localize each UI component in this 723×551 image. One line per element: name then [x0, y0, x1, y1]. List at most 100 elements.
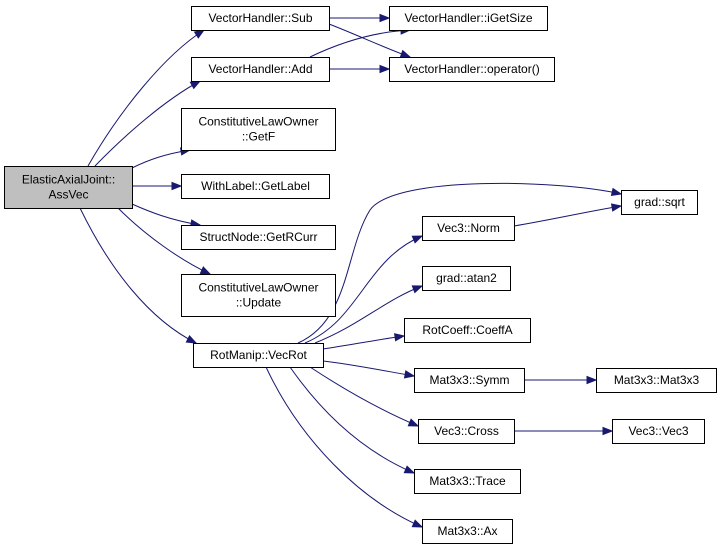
edge-line: [322, 335, 405, 350]
node-box[interactable]: [191, 6, 330, 31]
node-label: Mat3x3::Mat3x3: [614, 373, 700, 387]
node-label: Mat3x3::Ax: [437, 524, 497, 538]
edge-arrowhead: [403, 465, 416, 474]
edge-line: [314, 285, 423, 344]
edge-line: [131, 203, 201, 226]
node-label: WithLabel::GetLabel: [201, 179, 310, 193]
node-box[interactable]: [193, 343, 324, 368]
node-igetsize[interactable]: VectorHandler::iGetSize: [389, 6, 548, 31]
node-update[interactable]: ConstitutiveLawOwner::Update: [181, 274, 336, 317]
node-sqrt[interactable]: grad::sqrt: [621, 190, 698, 215]
edge-line: [322, 360, 415, 377]
node-vec3[interactable]: Vec3::Vec3: [612, 419, 705, 444]
edge-assvec-getlabel: [132, 181, 183, 191]
edge-sub-igetsize: [329, 13, 391, 23]
edge-vecrot-ax: [265, 366, 424, 528]
node-box[interactable]: [181, 174, 330, 199]
node-getrcurr[interactable]: StructNode::GetRCurr: [181, 225, 336, 250]
edge-norm-sqrt: [513, 203, 623, 227]
node-label: VectorHandler::iGetSize: [404, 11, 532, 25]
node-vecrot[interactable]: RotManip::VecRot: [193, 343, 324, 368]
edge-arrowhead: [193, 29, 206, 39]
node-trace[interactable]: Mat3x3::Trace: [414, 469, 521, 494]
edge-add-igetsize: [309, 26, 412, 58]
edge-arrowhead: [586, 375, 598, 385]
node-label: Vec3::Norm: [437, 221, 500, 235]
node-label: ::GetF: [242, 130, 275, 144]
node-box[interactable]: [621, 190, 698, 215]
node-box[interactable]: [596, 368, 717, 393]
edge-arrowhead: [610, 203, 623, 212]
edge-vecrot-cross: [309, 366, 420, 427]
node-box[interactable]: [422, 266, 511, 291]
node-box[interactable]: [404, 318, 531, 343]
edge-add-operator: [329, 64, 391, 74]
edge-arrowhead: [379, 13, 391, 23]
edge-line: [309, 29, 411, 58]
edge-vecrot-trace: [289, 366, 416, 474]
nodes-layer: ElasticAxialJoint::AssVec VectorHandler::…: [4, 6, 717, 544]
node-getlabel[interactable]: WithLabel::GetLabel: [181, 174, 330, 199]
node-cross[interactable]: Vec3::Cross: [418, 419, 515, 444]
edge-vecrot-coeffa: [322, 333, 406, 350]
node-box[interactable]: [418, 419, 515, 444]
edge-assvec-vecrot: [79, 207, 198, 344]
edge-arrowhead: [189, 80, 202, 90]
edge-symm-mat3x3: [523, 375, 598, 385]
node-label: Mat3x3::Symm: [429, 373, 509, 387]
node-box[interactable]: [422, 216, 515, 241]
edge-cross-vec3: [514, 426, 614, 436]
edge-assvec-getrcurr: [131, 203, 202, 228]
node-label: RotCoeff::CoeffA: [422, 323, 512, 337]
node-getf[interactable]: ConstitutiveLawOwner::GetF: [181, 108, 336, 151]
node-ax[interactable]: Mat3x3::Ax: [422, 519, 513, 544]
edge-assvec-update: [117, 207, 212, 275]
edge-line: [87, 29, 205, 167]
node-box[interactable]: [389, 57, 555, 82]
node-box[interactable]: [191, 57, 330, 82]
node-label: ConstitutiveLawOwner: [198, 281, 318, 295]
node-norm[interactable]: Vec3::Norm: [422, 216, 515, 241]
edge-line: [94, 80, 201, 167]
node-operator[interactable]: VectorHandler::operator(): [389, 57, 555, 82]
node-label: ConstitutiveLawOwner: [198, 115, 318, 129]
edge-line: [304, 235, 423, 344]
edge-line: [265, 366, 423, 528]
node-symm[interactable]: Mat3x3::Symm: [414, 368, 525, 393]
node-box[interactable]: [181, 108, 336, 151]
edge-arrowhead: [411, 519, 424, 528]
edge-line: [289, 366, 415, 474]
edge-arrowhead: [407, 418, 420, 427]
node-box[interactable]: [4, 166, 133, 209]
edge-arrowhead: [610, 187, 623, 196]
edge-arrowhead: [403, 370, 416, 379]
node-label: AssVec: [48, 188, 88, 202]
edge-vecrot-norm: [304, 235, 424, 344]
node-label: VectorHandler::Add: [208, 62, 312, 76]
node-add[interactable]: VectorHandler::Add: [191, 57, 330, 82]
node-box[interactable]: [612, 419, 705, 444]
edge-arrowhead: [602, 426, 614, 436]
edge-line: [117, 207, 211, 275]
node-label: Mat3x3::Trace: [429, 474, 506, 488]
edge-line: [513, 205, 622, 227]
edge-sub-operator: [328, 23, 412, 58]
node-label: Vec3::Vec3: [628, 424, 688, 438]
node-box[interactable]: [414, 469, 521, 494]
node-box[interactable]: [389, 6, 548, 31]
node-box[interactable]: [181, 225, 336, 250]
node-box[interactable]: [414, 368, 525, 393]
edges-layer: [79, 13, 623, 528]
node-box[interactable]: [181, 274, 336, 317]
node-assvec[interactable]: ElasticAxialJoint::AssVec: [4, 166, 133, 209]
node-sub[interactable]: VectorHandler::Sub: [191, 6, 330, 31]
node-box[interactable]: [422, 519, 513, 544]
edge-line: [309, 366, 419, 427]
node-atan2[interactable]: grad::atan2: [422, 266, 511, 291]
node-mat3x3[interactable]: Mat3x3::Mat3x3: [596, 368, 717, 393]
node-label: RotManip::VecRot: [210, 348, 307, 362]
edge-arrowhead: [411, 285, 424, 294]
node-coeffa[interactable]: RotCoeff::CoeffA: [404, 318, 531, 343]
node-label: StructNode::GetRCurr: [199, 230, 317, 244]
edge-arrowhead: [399, 49, 412, 58]
